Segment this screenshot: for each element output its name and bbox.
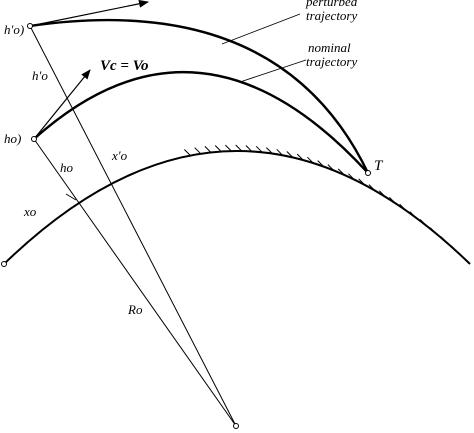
hatch-mark [194,147,202,155]
point-target-T [365,170,371,176]
hatch-mark [399,203,407,211]
point-earth-center [233,423,239,429]
label-h-o-mid: ho [60,160,74,175]
hatch-mark [389,196,396,204]
surface-hatching [184,144,468,262]
nominal-velocity-arrow [33,69,91,140]
hatch-mark [204,146,212,153]
hatch-mark [337,168,345,176]
point-perturbed-start [27,23,33,29]
point-nominal-start [31,136,37,142]
label-x-prime: x′o [111,148,128,163]
perturbed-trajectory [29,18,370,174]
hatch-mark [430,227,437,235]
hatch-mark [255,145,263,153]
hatch-mark [419,219,427,226]
label-perturbed-line2: trajectory [306,8,357,23]
hatch-mark [440,236,448,243]
hatch-mark [225,144,232,152]
label-velocity: Vc = Vo [100,58,149,74]
perturbed-velocity-arrow [29,0,149,27]
label-perturbed-line1: perturbed [305,0,358,9]
hatch-mark [184,149,191,156]
point-surface-left [1,261,7,267]
earth-surface-arc [3,150,471,265]
hatch-mark [266,147,273,154]
hatch-mark [378,190,386,198]
hatch-mark [409,211,417,219]
label-x-o: xo [23,204,37,219]
hatch-mark [450,245,458,253]
x-o-tick [65,193,77,201]
label-nominal-line1: nominal [308,40,351,55]
hatch-mark [368,184,376,191]
radius-line-nominal [33,138,237,427]
hatch-mark [276,148,284,156]
perturbed-leader-line [221,13,301,45]
hatch-mark [245,145,253,152]
nominal-trajectory [33,71,369,174]
label-nominal-line2: trajectory [306,54,357,69]
label-h-prime-mid: h′o [32,68,48,83]
hatch-mark [348,173,355,181]
label-T: T [374,158,384,174]
hatch-mark [214,145,222,152]
hatch-mark [317,160,325,167]
nominal-leader-line [239,59,307,83]
hatch-mark [327,164,335,171]
label-h-prime-top: h′o) [4,22,24,37]
hatch-mark [235,144,243,152]
label-h-o-left: ho) [4,131,21,146]
hatch-mark [358,178,366,186]
hatch-mark [307,156,314,164]
hatch-mark [460,254,468,262]
radius-line-perturbed [29,25,237,427]
hatch-mark [286,151,294,158]
hatch-mark [296,153,304,161]
label-R-o: Ro [127,302,143,317]
